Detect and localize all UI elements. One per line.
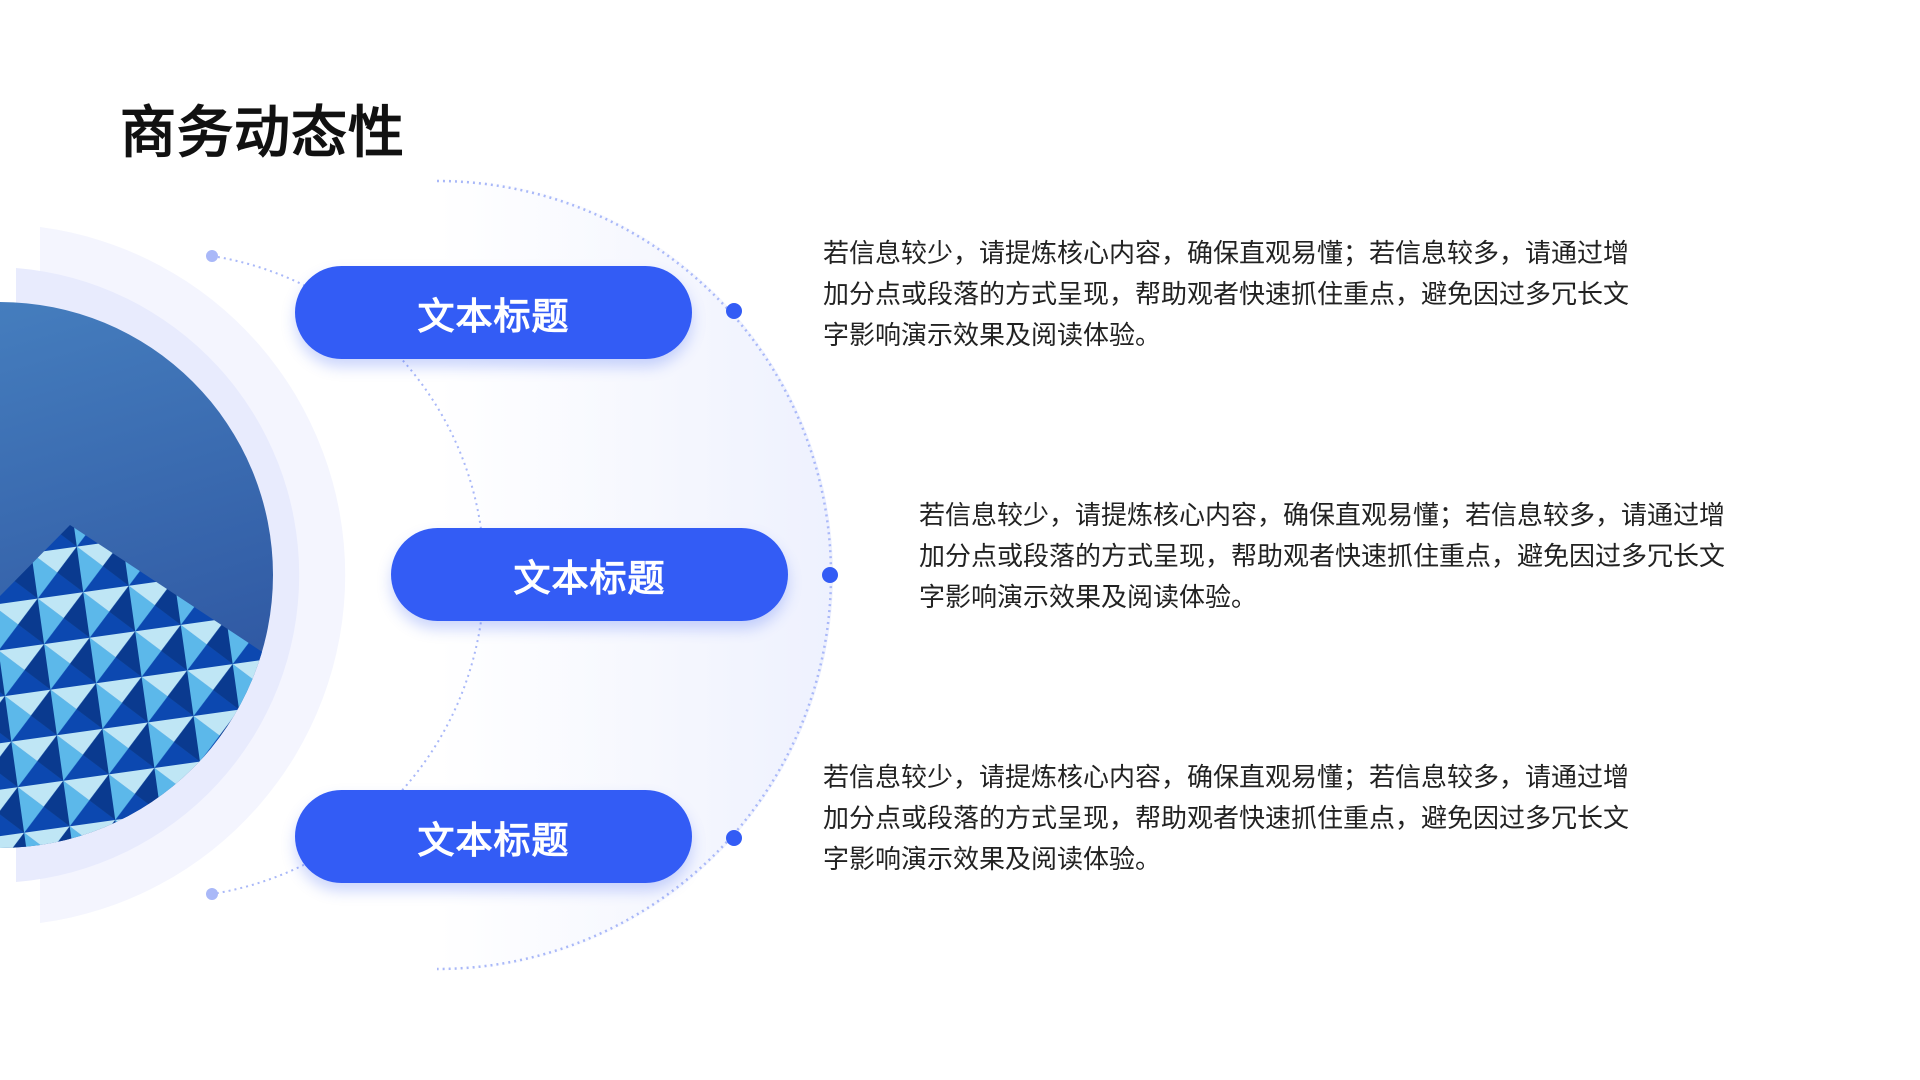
connector-dot-1 xyxy=(726,303,742,319)
item-title-pill-2: 文本标题 xyxy=(391,528,788,621)
description-line: 字影响演示效果及阅读体验。 xyxy=(919,583,1258,613)
item-description-2: 若信息较少，请提炼核心内容，确保直观易懂；若信息较多，请通过增 加分点或段落的方… xyxy=(919,496,1725,619)
description-line: 加分点或段落的方式呈现，帮助观者快速抓住重点，避免因过多冗长文 xyxy=(823,280,1630,310)
description-line: 若信息较少，请提炼核心内容，确保直观易懂；若信息较多，请通过增 xyxy=(823,239,1630,269)
description-line: 若信息较少，请提炼核心内容，确保直观易懂；若信息较多，请通过增 xyxy=(919,501,1726,531)
item-title-pill-1: 文本标题 xyxy=(295,266,692,359)
connector-dot-2 xyxy=(822,567,838,583)
connector-dot-3 xyxy=(726,830,742,846)
description-line: 加分点或段落的方式呈现，帮助观者快速抓住重点，避免因过多冗长文 xyxy=(919,542,1726,572)
item-title-pill-3: 文本标题 xyxy=(295,790,692,883)
description-line: 字影响演示效果及阅读体验。 xyxy=(823,321,1162,351)
description-line: 加分点或段落的方式呈现，帮助观者快速抓住重点，避免因过多冗长文 xyxy=(823,804,1630,834)
page-title: 商务动态性 xyxy=(120,101,405,166)
item-description-3: 若信息较少，请提炼核心内容，确保直观易懂；若信息较多，请通过增 加分点或段落的方… xyxy=(823,758,1629,881)
item-description-1: 若信息较少，请提炼核心内容，确保直观易懂；若信息较多，请通过增 加分点或段落的方… xyxy=(823,234,1629,357)
description-line: 若信息较少，请提炼核心内容，确保直观易懂；若信息较多，请通过增 xyxy=(823,763,1630,793)
arc-end-dot-top xyxy=(206,250,218,262)
description-line: 字影响演示效果及阅读体验。 xyxy=(823,845,1162,875)
arc-end-dot-bottom xyxy=(206,888,218,900)
